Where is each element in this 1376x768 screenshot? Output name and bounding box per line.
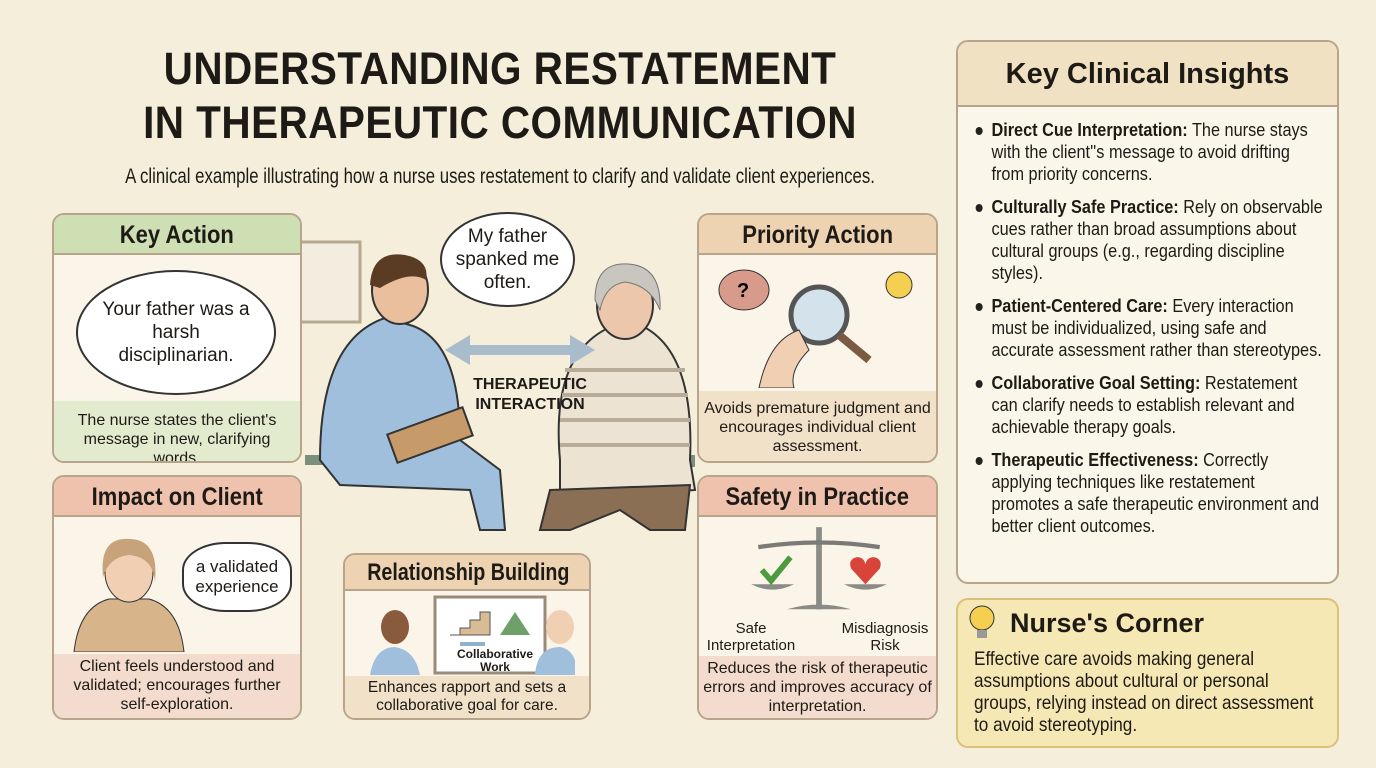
collab-label-1: Collaborative <box>456 647 534 661</box>
insight-term: Patient-Centered Care: <box>991 295 1168 316</box>
safety-caption: Reduces the risk of therapeutic errors a… <box>699 656 936 718</box>
safety-header: Safety in Practice <box>699 477 936 517</box>
insight-term: Collaborative Goal Setting: <box>991 372 1201 393</box>
nurse-figure <box>318 254 507 531</box>
priority-card: Priority Action ? Avoids premature judgm… <box>697 213 938 463</box>
client-speech-bubble: My father spanked me often. <box>440 212 575 307</box>
safety-title: Safety in Practice <box>725 483 910 511</box>
therapeutic-interaction-illustration <box>300 240 697 531</box>
insight-item: Collaborative Goal Setting: Restatement … <box>974 372 1324 438</box>
heart-icon <box>850 557 881 585</box>
lightbulb-icon <box>885 271 913 299</box>
client-figure <box>538 263 697 531</box>
insight-item: Direct Cue Interpretation: The nurse sta… <box>974 119 1324 185</box>
safe-interpretation-label: Safe Interpretation <box>706 620 796 654</box>
key-action-header: Key Action <box>54 215 300 255</box>
key-action-caption: The nurse states the client's message in… <box>54 401 300 461</box>
subtitle: A clinical example illustrating how a nu… <box>125 165 875 188</box>
impact-card: Impact on Client a validated experience … <box>52 475 302 720</box>
priority-title: Priority Action <box>742 221 893 249</box>
priority-caption: Avoids premature judgment and encourages… <box>699 391 936 461</box>
insight-text: Every interaction must be individualized… <box>991 295 1322 360</box>
insight-text: The nurse stays with the client''s messa… <box>991 119 1308 184</box>
check-icon <box>759 555 793 586</box>
insight-term: Therapeutic Effectiveness: <box>991 449 1199 470</box>
nurses-corner-panel: Nurse's Corner Effective care avoids mak… <box>956 598 1339 748</box>
magnifier-icon <box>788 284 850 346</box>
title-line-1: UNDERSTANDING RESTATEMENT <box>163 43 837 94</box>
safety-card: Safety in Practice Safe Interpretation M… <box>697 475 938 720</box>
insight-text: Rely on observable cues rather than broa… <box>991 196 1323 283</box>
lightbulb-icon <box>969 605 995 638</box>
insight-item: Patient-Centered Care: Every interaction… <box>974 295 1324 361</box>
insight-text: Correctly applying techniques like resta… <box>991 449 1320 536</box>
insight-item: Culturally Safe Practice: Rely on observ… <box>974 196 1324 284</box>
priority-illustration: ? <box>718 269 913 388</box>
collaborative-whiteboard-icon <box>370 595 575 675</box>
impact-header: Impact on Client <box>54 477 300 517</box>
double-arrow-icon <box>445 335 595 365</box>
balance-scale-icon <box>751 527 887 610</box>
priority-header: Priority Action <box>699 215 936 255</box>
impact-caption: Client feels understood and validated; e… <box>54 654 300 718</box>
insights-title: Key Clinical Insights <box>958 42 1337 107</box>
impact-title: Impact on Client <box>91 483 263 511</box>
insight-item: Therapeutic Effectiveness: Correctly app… <box>974 449 1324 537</box>
collab-label-2: Work <box>480 660 510 674</box>
nurses-corner-text: Effective care avoids making general ass… <box>974 648 1314 736</box>
nurses-corner-title: Nurse's Corner <box>1010 608 1204 638</box>
client-hand-on-heart-icon <box>73 538 185 652</box>
brain-icon <box>718 269 770 311</box>
key-clinical-insights-panel: Key Clinical Insights Direct Cue Interpr… <box>956 40 1339 584</box>
insight-text: Restatement can clarify needs to establi… <box>991 372 1298 437</box>
svg-text:?: ? <box>737 280 749 302</box>
key-action-card: Key Action Your father was a harsh disci… <box>52 213 302 463</box>
interaction-label-1: THERAPEUTIC <box>473 376 587 393</box>
certificate-frame <box>300 240 362 324</box>
relationship-caption: Enhances rapport and sets a collaborativ… <box>345 676 589 718</box>
clipboard-icon <box>386 405 474 465</box>
title-line-2: IN THERAPEUTIC COMMUNICATION <box>143 97 857 148</box>
misdiagnosis-risk-label: Misdiagnosis Risk <box>841 620 929 654</box>
interaction-label-2: INTERACTION <box>475 396 585 413</box>
insight-term: Culturally Safe Practice: <box>991 196 1179 217</box>
relationship-title: Relationship Building <box>367 559 570 586</box>
relationship-header: Relationship Building <box>345 555 589 591</box>
thought-bubble: a validated experience <box>182 542 292 612</box>
interaction-label: THERAPEUTIC INTERACTION <box>465 375 595 415</box>
nurse-speech-bubble: Your father was a harsh disciplinarian. <box>76 270 276 395</box>
insight-term: Direct Cue Interpretation: <box>991 119 1188 140</box>
key-action-title: Key Action <box>119 221 235 249</box>
